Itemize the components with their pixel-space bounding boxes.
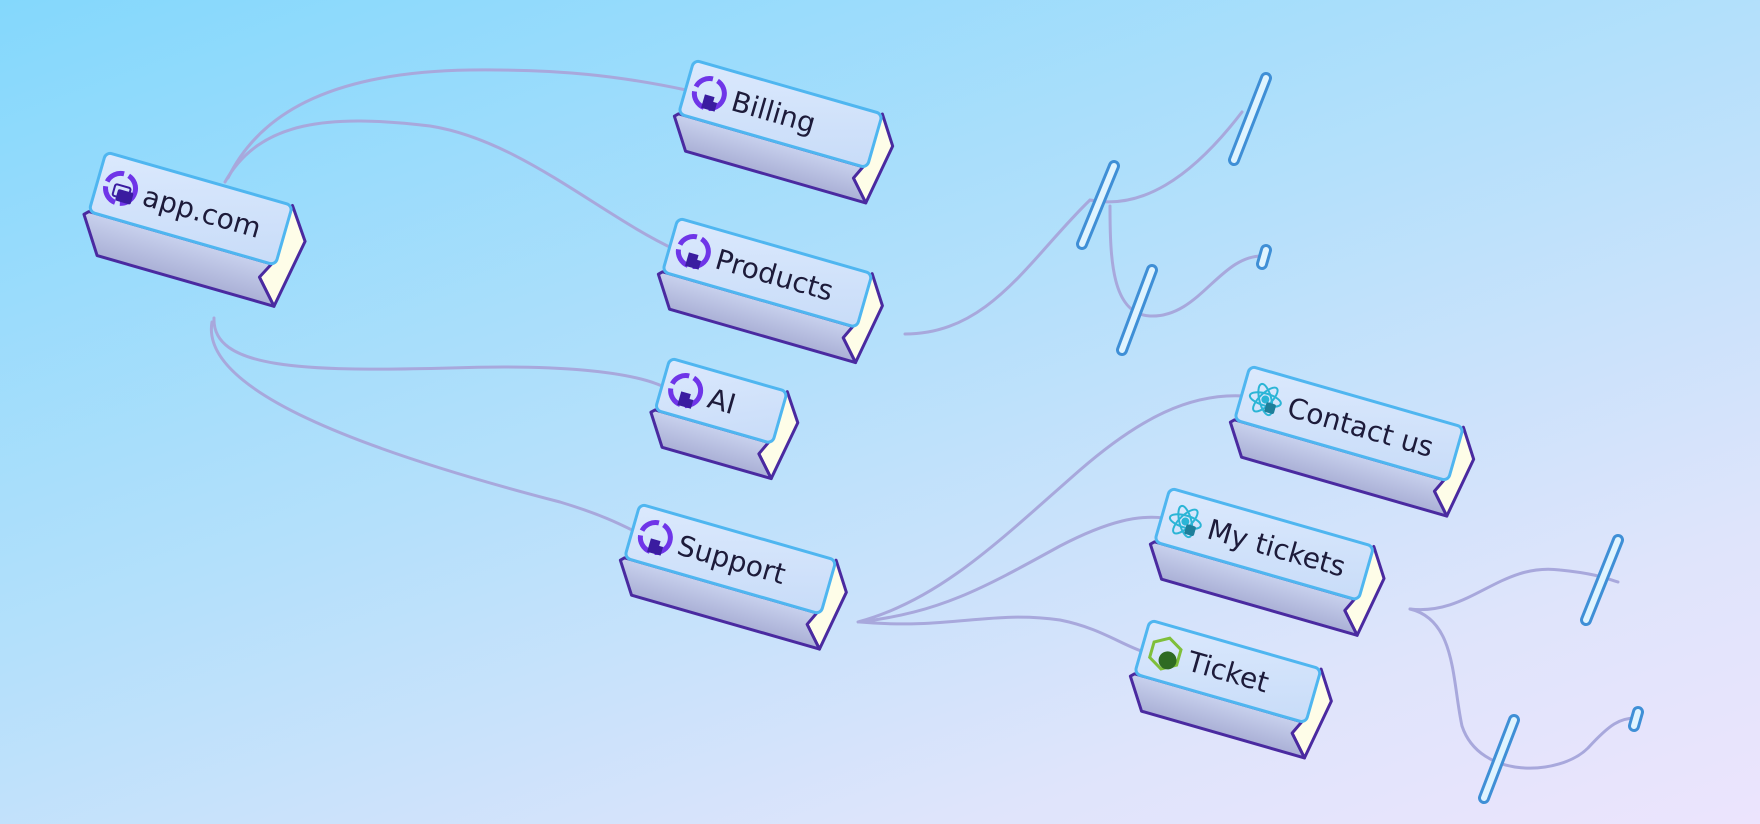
node-top-face (655, 357, 788, 444)
app-logo-icon (103, 170, 139, 206)
stub-connector (1478, 714, 1520, 804)
edge-app-products (223, 119, 678, 252)
edge-products-stub (903, 110, 1244, 336)
edge-support-mytickets (858, 515, 1166, 624)
node-billing[interactable]: Billing (666, 59, 900, 206)
react-icon (1168, 504, 1202, 539)
stub-connector (1116, 264, 1158, 356)
node-top-face (1154, 487, 1374, 601)
edge-app-support (209, 320, 638, 534)
edge-support-contact (856, 394, 1246, 624)
stub-connector (1228, 72, 1272, 166)
module-icon (691, 76, 727, 112)
stub-connectors (1076, 72, 1644, 804)
node-support[interactable]: Support (612, 503, 854, 652)
edge-products-stub-b (1108, 204, 1266, 318)
node-top-face (88, 151, 293, 266)
node-app[interactable]: app.com (74, 151, 314, 310)
node-ticket[interactable]: Ticket (1122, 619, 1339, 761)
node-top-face (662, 217, 873, 328)
node-contact[interactable]: Contact us (1222, 365, 1481, 519)
edge-mytickets-stub-b (1408, 607, 1638, 770)
module-icon (675, 234, 711, 270)
stub-connector (1256, 244, 1272, 270)
edge-app-billing (226, 68, 688, 180)
node-ai[interactable]: AI (642, 357, 805, 481)
edges (209, 68, 1638, 770)
stub-connector (1076, 160, 1120, 250)
node-top-face (678, 59, 883, 168)
module-icon (637, 520, 673, 556)
stub-connector (1580, 534, 1624, 626)
nodejs-icon (1148, 636, 1183, 671)
module-icon (668, 373, 704, 409)
node-top-face (624, 503, 837, 615)
react-icon (1248, 382, 1282, 417)
node-mytickets[interactable]: My tickets (1142, 487, 1392, 638)
edge-app-ai (212, 316, 664, 388)
stub-connector (1628, 706, 1644, 732)
edge-support-ticket (858, 615, 1146, 654)
node-top-face (1134, 619, 1322, 723)
node-products[interactable]: Products (650, 217, 890, 365)
node-top-face (1234, 365, 1464, 482)
